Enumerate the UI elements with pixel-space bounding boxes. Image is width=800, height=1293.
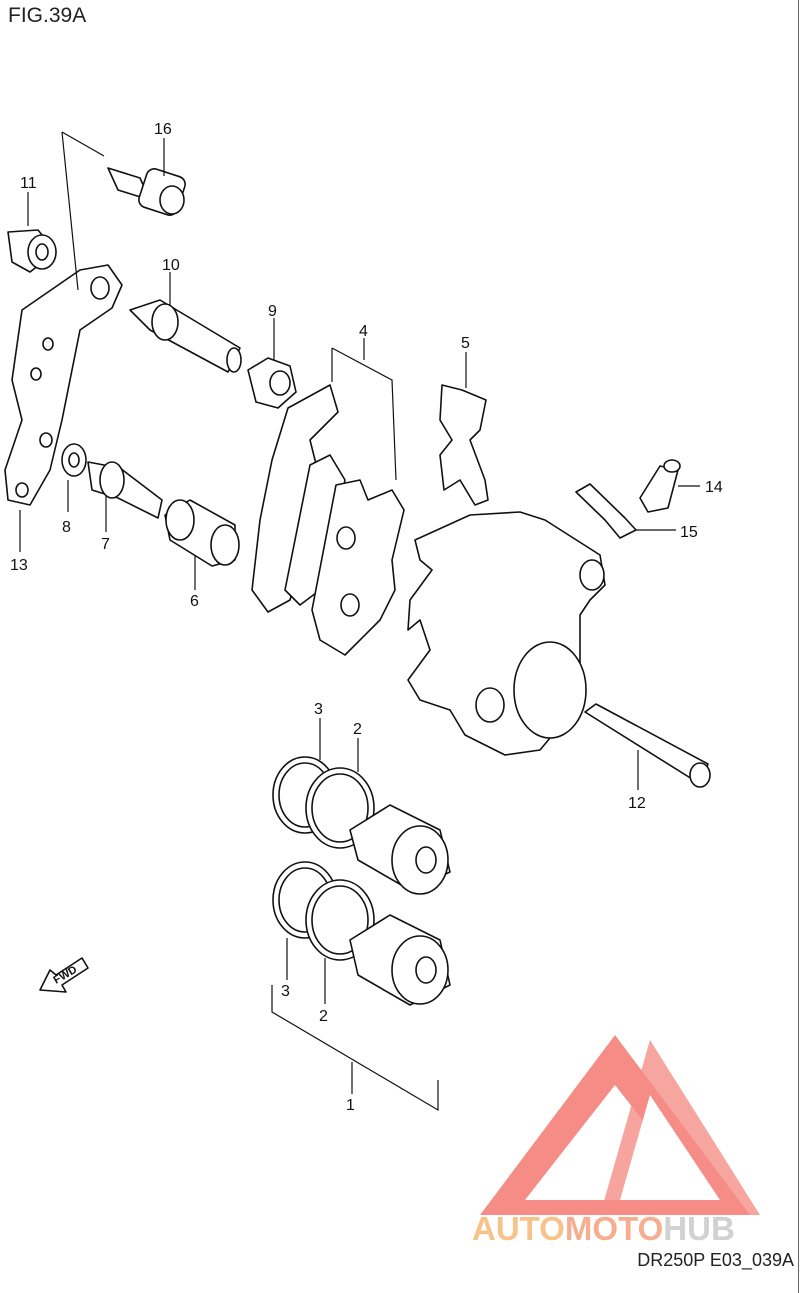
- watermark-hub: HUB: [663, 1210, 735, 1247]
- part-13-bracket: [4, 264, 123, 506]
- part-10-pin: [129, 299, 242, 373]
- callout-10: 10: [162, 257, 180, 274]
- part-16-bolt: [107, 167, 186, 216]
- seal-kit-lower: [272, 861, 451, 1006]
- leader-lines: [19, 131, 700, 1004]
- part-6-sleeve: [164, 499, 240, 567]
- watermark-auto: AUTO: [472, 1210, 565, 1247]
- callout-4: 4: [359, 323, 368, 340]
- callout-3-lower: 3: [281, 983, 290, 1000]
- callout-9: 9: [268, 303, 277, 320]
- part-15-bleeder-cap: [575, 483, 637, 539]
- svg-text:AUTOMOTOHUB: AUTOMOTOHUB: [472, 1210, 735, 1247]
- part-7-bolt: [87, 461, 163, 519]
- part-11-collar: [7, 229, 57, 273]
- callout-15: 15: [680, 524, 698, 541]
- part-4-brake-pads: [251, 347, 405, 656]
- callout-14: 14: [705, 479, 723, 496]
- part-5-pad-spring: [439, 384, 489, 506]
- callout-13: 13: [10, 557, 28, 574]
- forward-arrow-icon: FWD: [39, 957, 89, 993]
- caliper-body: [407, 511, 606, 756]
- callout-3-upper: 3: [314, 701, 323, 718]
- seal-kit-upper: [272, 756, 451, 895]
- part-9-nut: [247, 357, 297, 409]
- drawing-code: DR250P E03_039A: [637, 1250, 794, 1270]
- kit-bracket-lines: [271, 985, 439, 1112]
- callout-12: 12: [628, 795, 646, 812]
- callout-1: 1: [346, 1097, 355, 1114]
- page-border: [798, 0, 799, 1293]
- watermark-moto: MOTO: [565, 1210, 663, 1247]
- part-14-bleeder-screw: [639, 459, 681, 513]
- figure-title: FIG.39A: [8, 4, 87, 27]
- part-8-washer: [61, 443, 87, 477]
- callout-8: 8: [62, 519, 71, 536]
- callout-11: 11: [20, 175, 37, 192]
- callout-6: 6: [190, 593, 199, 610]
- callout-7: 7: [101, 536, 110, 553]
- part-12-pad-pin: [584, 703, 711, 788]
- watermark-logo: AUTOMOTOHUB: [472, 1035, 760, 1247]
- callout-2-lower: 2: [319, 1008, 328, 1025]
- callout-2-upper: 2: [353, 721, 362, 738]
- callout-5: 5: [461, 335, 470, 352]
- callout-labels: 16 11 10 9 4 5 14 15 8 7 13 6 12 3 2 3 2…: [10, 121, 723, 1114]
- callout-16: 16: [154, 121, 172, 138]
